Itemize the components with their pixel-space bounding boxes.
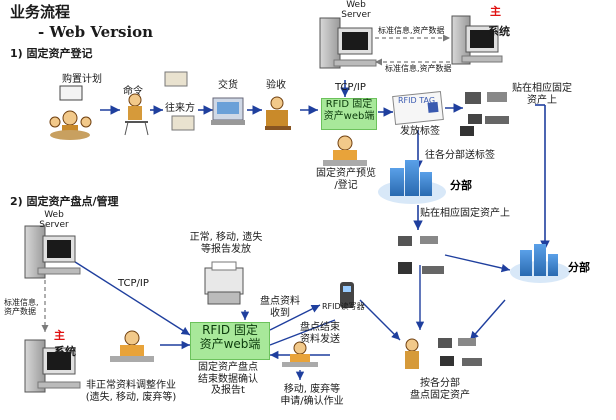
attach-mid-label: 贴在相应固定资产上: [420, 208, 510, 219]
std-info-recv-label: 标准信息,资产数据: [385, 64, 452, 73]
top-branch-label: 分部: [450, 179, 472, 192]
inspection-person-icon: [265, 96, 291, 130]
abnormal-adjust-label: 非正常资料调整作业 (遗失, 移动, 废弃等): [85, 380, 177, 403]
top-main-system-label: 系统: [488, 25, 510, 38]
section2-title: 2) 固定资产盘点/管理: [10, 195, 119, 208]
issue-tag-label: 发放标签: [400, 126, 440, 137]
inventory-data-recv-label: 盘点资料 收到: [260, 296, 300, 319]
right-branch-building-icon: [510, 244, 570, 283]
rfid-tag-card-icon: [392, 91, 444, 125]
bottom-rfid-web-box: RFID 固定 资产web端: [190, 322, 270, 360]
delivery-icon: [211, 97, 245, 125]
printer-icon: [204, 261, 244, 305]
inspection-label: 验收: [266, 80, 286, 91]
rfid-reader-icon: [340, 282, 354, 308]
top-main-zhu: 主: [490, 5, 501, 18]
inventory-end-send-label: 盘点结束 资料发送: [300, 322, 340, 345]
order-label: 命令: [123, 86, 143, 97]
mid-equipment-icons: [398, 236, 444, 274]
attach-top-label: 贴在相应固定 资产上: [512, 83, 572, 106]
send-tags-label: 往各分部送标签: [425, 150, 495, 161]
top-rfid-web-box: RFID 固定 资产web端: [321, 98, 377, 130]
bottom-main-zhu: 主: [54, 329, 65, 342]
section1-flow-arrows: [100, 80, 550, 250]
section2-network-lines: [71, 254, 511, 380]
vendor-icon: [164, 71, 195, 131]
top-server-sync-arrows: [375, 34, 450, 66]
report-items-label: 正常, 移动, 遗失 等报告发放: [189, 232, 263, 255]
std-info-send-label: 标准信息,资产数据: [378, 26, 445, 35]
move-scrap-label: 移动, 废弃等 申请/确认作业: [280, 384, 344, 407]
purchase-plan-icon: [49, 85, 92, 140]
bottom-web-server-icon: [24, 225, 81, 279]
rfid-reader-label: RFID读写器: [322, 302, 365, 311]
page-subtitle: - Web Version: [38, 23, 154, 41]
bottom-tcpip-label: TCP/IP: [118, 278, 149, 289]
tag-card-text: RFID TAG: [398, 96, 436, 105]
top-tcpip-label: TCP/IP: [335, 82, 366, 93]
top-web-server-icon: [319, 17, 377, 69]
branch-inventory-label: 按各分部 盘点固定资产: [410, 378, 470, 401]
bottom-main-system-label: 系统: [54, 345, 76, 358]
confirm-report-label: 固定资产盘点 结束数据确认 及报告t: [198, 362, 258, 396]
bottom-std-info-label: 标准信息, 资产数据: [4, 298, 39, 317]
top-equipment-icons: [460, 92, 509, 136]
bottom-equipment-icons: [438, 338, 482, 366]
section1-title: 1) 固定资产登记: [10, 47, 93, 60]
bottom-main-system-icon: [24, 339, 81, 393]
preview-register-label: 固定资产预览 /登记: [316, 168, 376, 191]
top-main-system-icon: [451, 15, 503, 65]
bottom-operator-icon: [110, 330, 154, 362]
page-title: 业务流程: [10, 3, 71, 21]
preview-operator-icon: [323, 135, 367, 166]
inventory-worker-icon: [405, 338, 419, 369]
order-person-icon: [124, 93, 149, 136]
purchase-plan-label: 购置计划: [62, 74, 102, 85]
right-branch-label: 分部: [568, 261, 590, 274]
bottom-server-label: Web Server: [39, 210, 69, 231]
top-server-label: Web Server: [341, 0, 371, 21]
vendor-label: 往来方: [165, 103, 195, 114]
move-scrap-operator-icon: [282, 341, 318, 367]
delivery-label: 交货: [218, 80, 238, 91]
top-branch-building-icon: [378, 160, 446, 204]
